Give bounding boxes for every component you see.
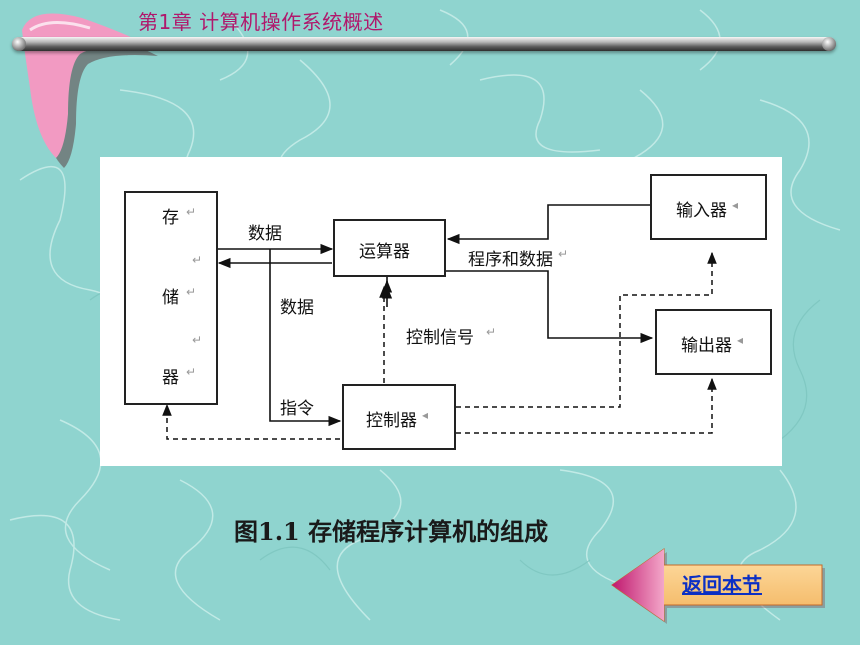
chapter-title: 第1章 计算机操作系统概述 bbox=[138, 10, 384, 34]
controller-box: 控制器 ◂ bbox=[342, 384, 456, 450]
small-mark: ◂ bbox=[732, 198, 739, 212]
para-mark: ↵ bbox=[186, 205, 197, 219]
title-rail bbox=[12, 37, 836, 51]
para-mark: ↵ bbox=[486, 325, 497, 339]
para-mark: ↵ bbox=[192, 333, 203, 347]
storage-char-3: 器 bbox=[162, 368, 179, 388]
output-label: 输出器 bbox=[681, 336, 732, 356]
alu-label: 运算器 bbox=[359, 242, 410, 262]
arrow-left-icon bbox=[611, 548, 825, 624]
controller-label: 控制器 bbox=[366, 411, 417, 431]
para-mark: ↵ bbox=[186, 285, 197, 299]
label-program-data: 程序和数据 bbox=[468, 250, 553, 270]
small-mark: ◂ bbox=[422, 408, 429, 422]
label-control-signal: 控制信号 bbox=[406, 328, 474, 348]
para-mark: ↵ bbox=[192, 253, 203, 267]
label-data-top: 数据 bbox=[248, 224, 282, 244]
storage-char-1: 存 bbox=[162, 208, 179, 228]
input-label: 输入器 bbox=[676, 201, 727, 221]
input-box: 输入器 ◂ bbox=[650, 174, 767, 240]
computer-architecture-diagram: 存 ↵ ↵ 储 ↵ ↵ 器 ↵ 运算器 输入器 ◂ 输出器 ◂ 控制器 ◂ 数据… bbox=[100, 157, 782, 466]
para-mark: ↵ bbox=[558, 247, 569, 261]
storage-char-2: 储 bbox=[162, 288, 179, 308]
label-data-mid: 数据 bbox=[280, 298, 314, 318]
figure-caption: 图1.1 存储程序计算机的组成 bbox=[234, 517, 549, 546]
rail-right-cap bbox=[822, 37, 836, 51]
rail-left-cap bbox=[12, 37, 26, 51]
label-instruction: 指令 bbox=[280, 399, 314, 419]
alu-box: 运算器 bbox=[333, 219, 446, 277]
storage-box: 存 ↵ ↵ 储 ↵ ↵ 器 ↵ bbox=[124, 191, 218, 405]
boomerang-logo bbox=[22, 13, 158, 169]
output-box: 输出器 ◂ bbox=[655, 309, 772, 375]
back-to-section-button[interactable]: 返回本节 bbox=[608, 545, 828, 625]
para-mark: ↵ bbox=[186, 365, 197, 379]
back-button-label: 返回本节 bbox=[682, 573, 762, 597]
diagram-connectors bbox=[162, 204, 717, 440]
small-mark: ◂ bbox=[737, 333, 744, 347]
